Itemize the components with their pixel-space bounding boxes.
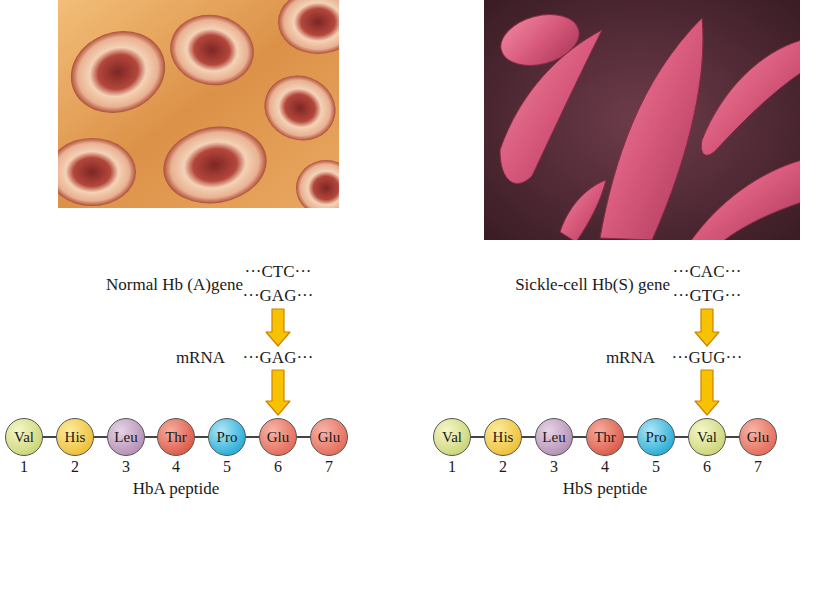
mrna-codon: ···GAG··· [243, 348, 314, 368]
amino-acid-name: Val [14, 430, 34, 445]
peptide-bond [573, 436, 586, 438]
peptide-bond [246, 436, 259, 438]
sickle-cells-photo [484, 0, 802, 242]
amino-acid-circle: Val [433, 418, 471, 456]
sickle-cell [600, 18, 703, 240]
peptide-bond [471, 436, 484, 438]
mrna-label: mRNA [606, 348, 655, 368]
red-blood-cell [165, 8, 260, 92]
position-number: 1 [448, 457, 456, 476]
dna-strand: ···GAG··· [243, 286, 314, 306]
amino-acid-circle: Thr [586, 418, 624, 456]
normal-cells-photo [48, 0, 358, 216]
amino-acid-name: Val [697, 430, 717, 445]
position-number: 7 [325, 457, 333, 476]
peptide-bond [522, 436, 535, 438]
amino-acid-name: Glu [318, 430, 341, 445]
amino-acid-circle: Thr [157, 418, 195, 456]
amino-acid-name: Leu [114, 430, 137, 445]
position-number: 1 [20, 457, 28, 476]
sickle-cell [690, 160, 800, 240]
amino-acid-circle: His [484, 418, 522, 456]
position-number: 7 [754, 457, 762, 476]
peptide-bond [675, 436, 688, 438]
amino-acid-name: His [493, 430, 514, 445]
amino-acid-name: Pro [646, 430, 667, 445]
peptide-bond [43, 436, 56, 438]
position-number: 4 [601, 457, 609, 476]
dna-strand: ···CAC··· [673, 262, 742, 282]
red-blood-cell [157, 119, 273, 208]
sickle-cell [560, 180, 606, 240]
mrna-codon: ···GUG··· [672, 348, 743, 368]
red-blood-cell [278, 0, 339, 54]
position-number: 5 [223, 457, 231, 476]
amino-acid-circle: Val [688, 418, 726, 456]
red-blood-cell [296, 160, 339, 208]
position-number: 2 [499, 457, 507, 476]
amino-acid-name: His [65, 430, 86, 445]
amino-acid-circle: Val [5, 418, 43, 456]
position-number: 3 [550, 457, 558, 476]
peptide-name: HbS peptide [563, 479, 648, 499]
amino-acid-circle: His [56, 418, 94, 456]
position-number: 6 [703, 457, 711, 476]
gene-name: Sickle-cell Hb(S) gene [515, 275, 670, 295]
amino-acid-name: Thr [594, 430, 616, 445]
dna-strand: ···GTG··· [673, 286, 742, 306]
flow-arrow [266, 370, 290, 415]
amino-acid-circle: Glu [259, 418, 297, 456]
position-number: 6 [274, 457, 282, 476]
amino-acid-name: Glu [267, 430, 290, 445]
amino-acid-circle: Pro [637, 418, 675, 456]
peptide-bond [195, 436, 208, 438]
amino-acid-name: Glu [747, 430, 770, 445]
position-number: 2 [71, 457, 79, 476]
amino-acid-circle: Glu [739, 418, 777, 456]
position-number: 3 [122, 457, 130, 476]
red-blood-cell [58, 138, 136, 206]
gene-name: Normal Hb (A)gene [106, 275, 243, 295]
position-number: 5 [652, 457, 660, 476]
red-blood-cell [59, 18, 177, 126]
flow-arrow [695, 309, 719, 346]
sickle-cell [701, 40, 800, 155]
amino-acid-circle: Pro [208, 418, 246, 456]
amino-acid-circle: Leu [107, 418, 145, 456]
peptide-bond [726, 436, 739, 438]
amino-acid-circle: Glu [310, 418, 348, 456]
sickle-cell [500, 30, 602, 184]
peptide-bond [624, 436, 637, 438]
flow-arrow [266, 309, 290, 346]
dna-strand: ···CTC··· [244, 262, 311, 282]
red-blood-cell [255, 66, 339, 151]
peptide-bond [145, 436, 157, 438]
amino-acid-circle: Leu [535, 418, 573, 456]
amino-acid-name: Val [442, 430, 462, 445]
amino-acid-name: Leu [542, 430, 565, 445]
mrna-label: mRNA [176, 348, 225, 368]
peptide-name: HbA peptide [133, 479, 219, 499]
amino-acid-name: Pro [217, 430, 238, 445]
peptide-bond [94, 436, 107, 438]
position-number: 4 [172, 457, 180, 476]
flow-arrow [695, 370, 719, 415]
peptide-bond [297, 436, 310, 438]
amino-acid-name: Thr [165, 430, 187, 445]
